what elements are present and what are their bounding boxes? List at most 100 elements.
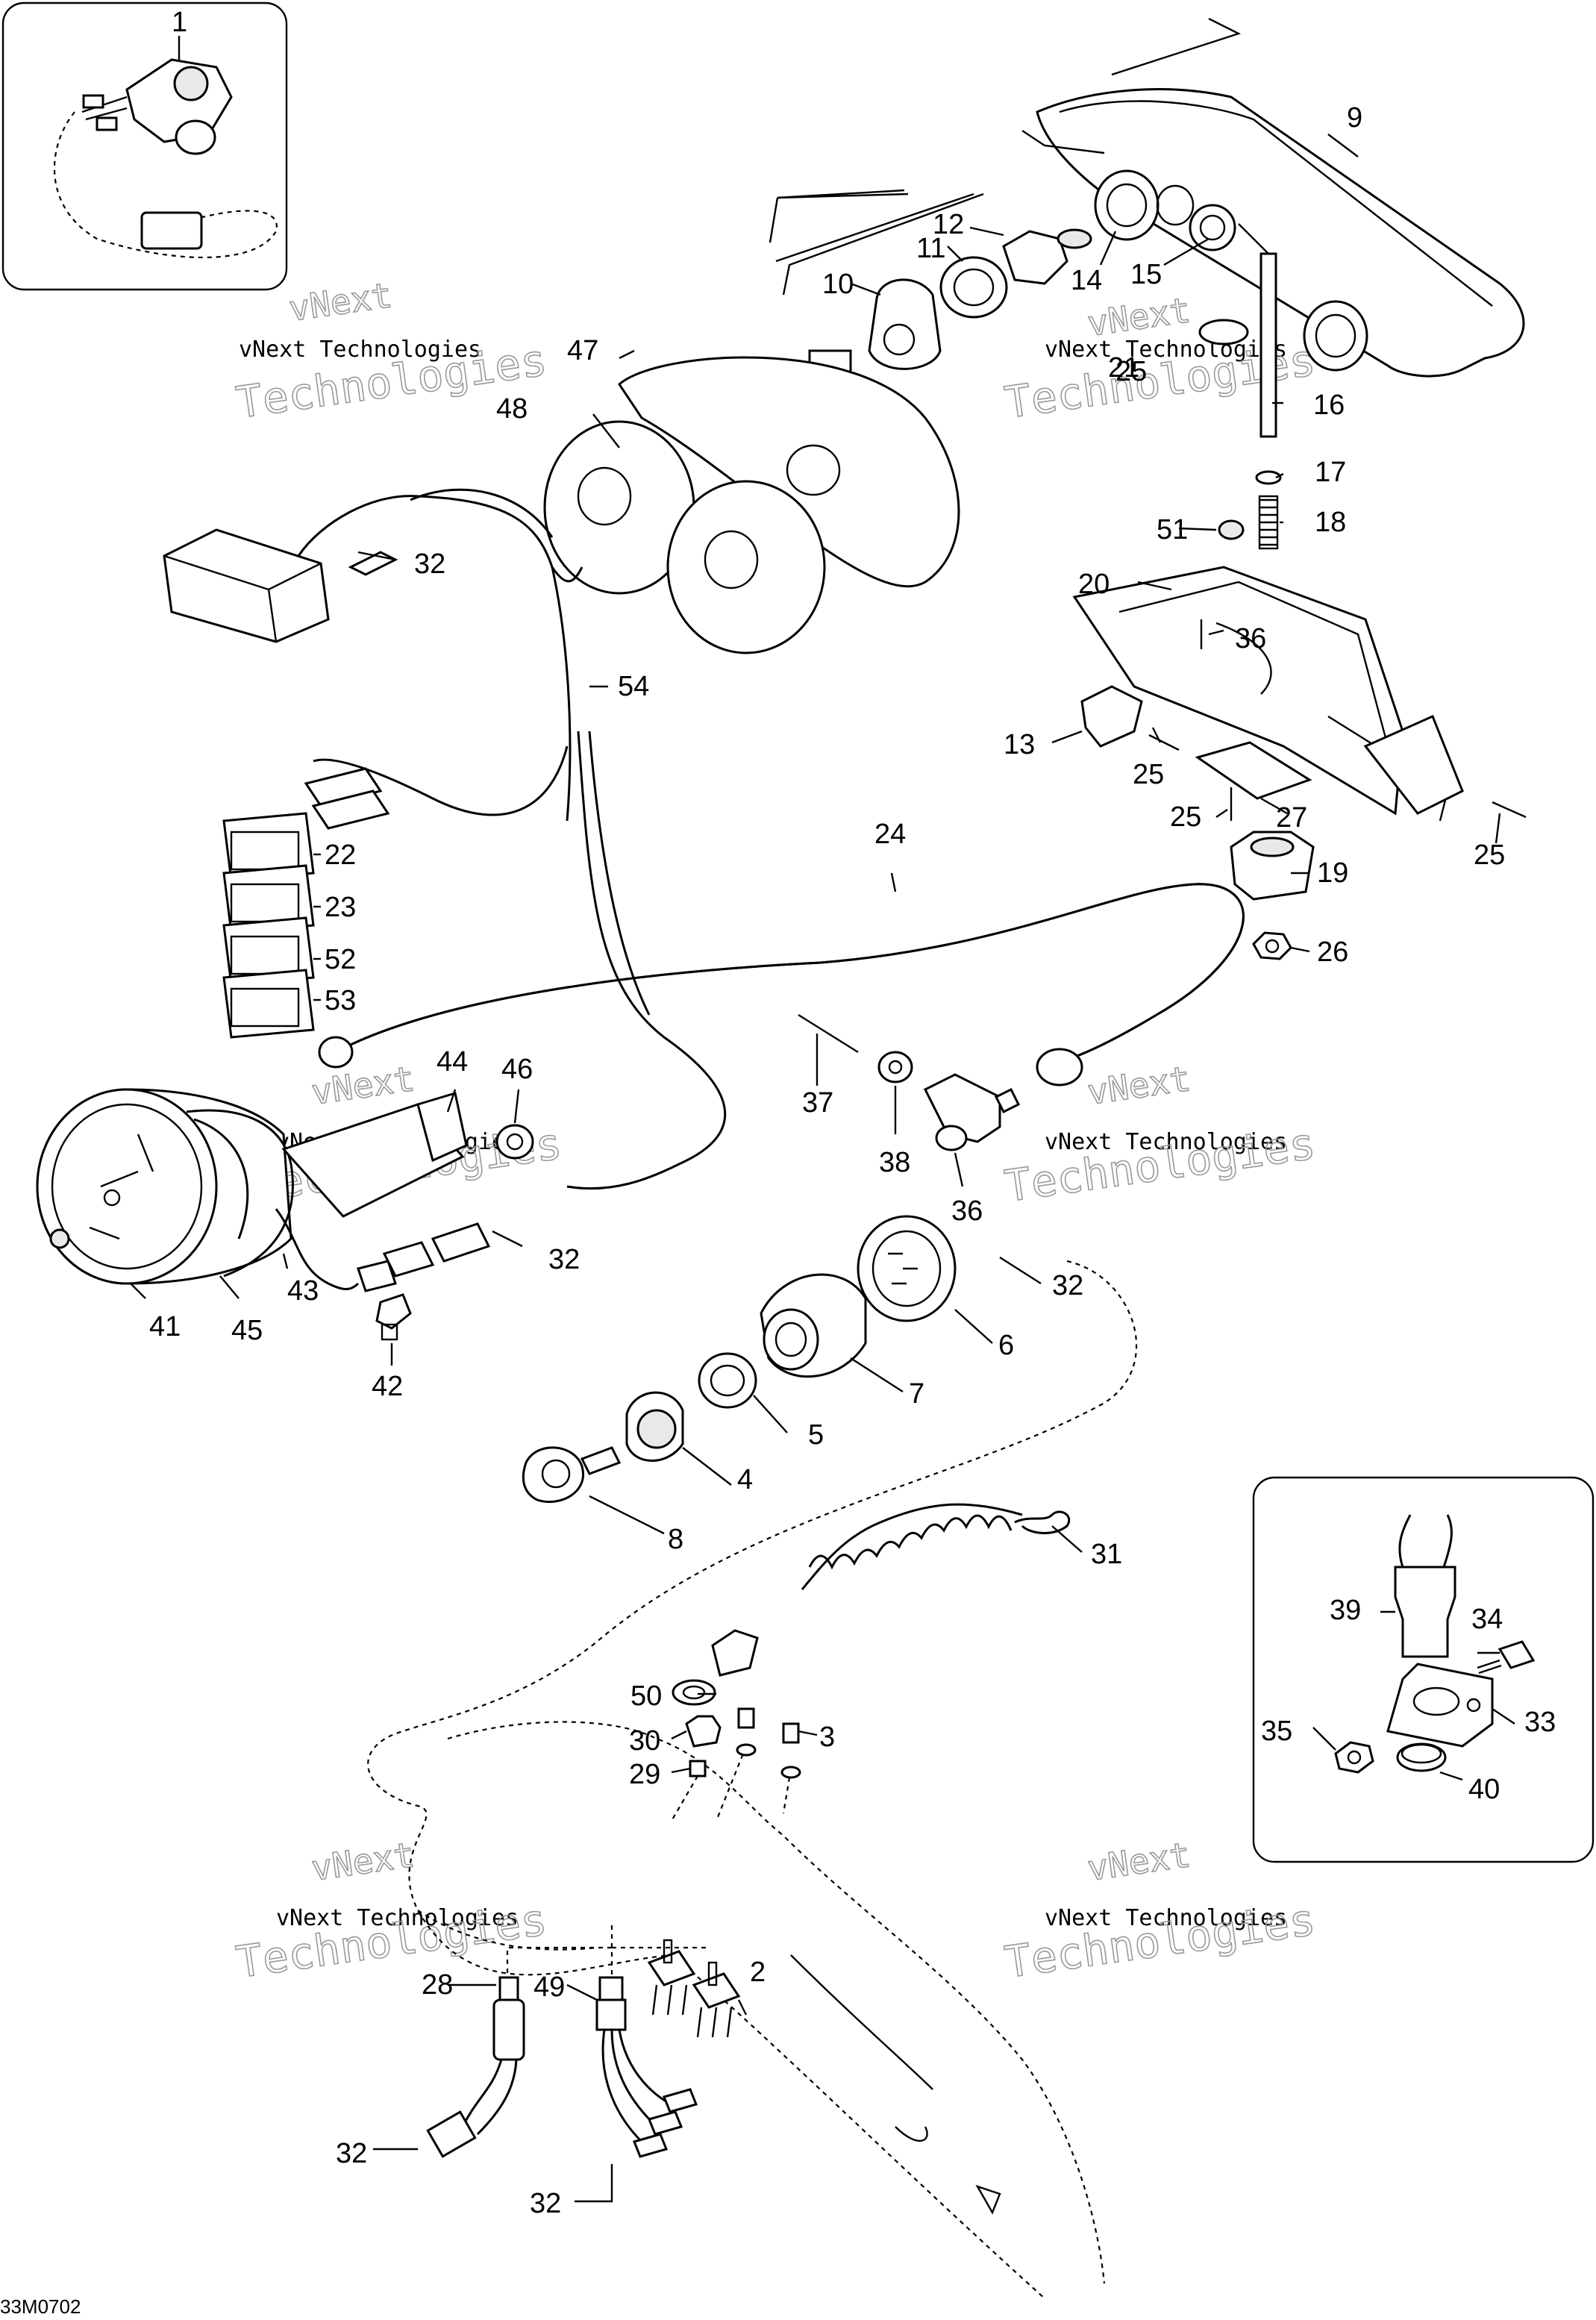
- callout-13: 13: [1004, 729, 1035, 760]
- callout-36-bracket: 36: [1235, 623, 1266, 654]
- callout-46: 46: [501, 1054, 533, 1085]
- washer-17-part: [1255, 470, 1282, 485]
- headlight-housing-part: [1021, 17, 1525, 378]
- callout-27: 27: [1276, 802, 1307, 834]
- gauge-41-part: [36, 1088, 292, 1285]
- callout-21: 21: [1108, 352, 1139, 384]
- callout-49: 49: [533, 1972, 565, 2003]
- bolt-34-part: [1477, 1640, 1536, 1675]
- callout-47: 47: [567, 335, 598, 366]
- bracket-45-part: [186, 1109, 294, 1278]
- callout-41: 41: [149, 1311, 181, 1342]
- clip-21-part: [1198, 319, 1249, 346]
- svg-text:vNext Technologies: vNext Technologies: [276, 1905, 519, 1931]
- inset-key-switch: [1, 1, 288, 291]
- callout-33: 33: [1524, 1707, 1556, 1738]
- gasket-48-part: [543, 420, 695, 595]
- rod-37-part: [798, 1013, 859, 1054]
- callout-7: 7: [909, 1378, 924, 1410]
- callout-25-clip: 25: [1115, 356, 1147, 387]
- svg-text:vNext: vNext: [1085, 1058, 1193, 1113]
- elbow-36-part: [923, 1073, 1021, 1151]
- cap-4-part: [625, 1391, 684, 1462]
- inset-sensor-bracket: [1252, 1476, 1595, 1863]
- callout-29: 29: [629, 1759, 660, 1790]
- callout-32e: 32: [530, 2188, 561, 2219]
- grommet-10-part: [868, 278, 942, 370]
- callout-44: 44: [436, 1046, 468, 1078]
- diagram-code: 33M0702: [0, 2295, 81, 2318]
- callout-40: 40: [1468, 1774, 1500, 1805]
- nut-35-part: [1334, 1741, 1374, 1774]
- nut-51-part: [1218, 519, 1245, 540]
- harness-sleeve-54-part: [551, 566, 572, 822]
- callout-16: 16: [1313, 390, 1345, 421]
- svg-text:vNext Technologies: vNext Technologies: [1045, 337, 1287, 363]
- connector-part: [140, 211, 203, 250]
- callout-54: 54: [618, 671, 649, 702]
- harness-wire: [297, 495, 583, 583]
- knob-19-part: [1230, 831, 1315, 901]
- callout-15: 15: [1130, 259, 1162, 290]
- callout-labels: 1 2 3 4 5 6 7 8 9 10 11 12 13 14 15 16 1…: [149, 7, 1556, 2219]
- callout-34: 34: [1471, 1604, 1503, 1635]
- svg-text:vNext Technologies: vNext Technologies: [239, 337, 481, 363]
- clip-13-part: [1080, 685, 1143, 748]
- wire-43-part: [275, 1208, 360, 1290]
- switch-53-part: [222, 969, 315, 1039]
- switch-2-part: [647, 1939, 741, 2038]
- callout-25c: 25: [1474, 839, 1505, 871]
- ignition-switch-6-part: [857, 1215, 957, 1322]
- callout-48: 48: [496, 393, 528, 425]
- callout-32d: 32: [336, 2138, 367, 2169]
- callout-35: 35: [1261, 1716, 1292, 1747]
- callout-25: 25: [1133, 759, 1164, 790]
- callout-19: 19: [1317, 857, 1348, 889]
- callout-31: 31: [1091, 1539, 1122, 1570]
- callout-50: 50: [630, 1680, 662, 1712]
- callout-32c: 32: [1052, 1270, 1083, 1301]
- callout-5: 5: [808, 1419, 824, 1451]
- washer-38-part: [877, 1051, 913, 1084]
- switch-23-part: [222, 864, 315, 934]
- callout-53: 53: [325, 985, 356, 1016]
- callout-3: 3: [819, 1722, 835, 1753]
- svg-text:vNext: vNext: [309, 1058, 417, 1113]
- sensor-39-part: [1394, 1514, 1456, 1658]
- callout-37: 37: [802, 1087, 833, 1119]
- watermark-bottom-right: vNext vNext Technologies Technologies: [1001, 1833, 1319, 1988]
- retaining-ring-11-part: [939, 256, 1008, 319]
- module-box-part: [163, 528, 330, 643]
- plate-27-part: [1195, 741, 1312, 800]
- callout-20: 20: [1078, 569, 1110, 600]
- watermark-bottom-left: vNext vNext Technologies Technologies: [233, 1833, 551, 1988]
- sensor-28-part: [426, 1976, 525, 2158]
- callout-39: 39: [1330, 1595, 1361, 1626]
- cable-24-part: [335, 883, 1245, 1061]
- callout-11: 11: [916, 233, 945, 264]
- switch-housing-7-part: [760, 1273, 867, 1378]
- callout-1: 1: [172, 7, 187, 38]
- bracket-44-part: [281, 1092, 468, 1218]
- nut-26-part: [1252, 931, 1292, 960]
- connector-part: [431, 1222, 491, 1263]
- spring-18-part: [1258, 495, 1279, 550]
- bulb-42-part: [375, 1293, 412, 1341]
- sensor-49-part: [595, 1976, 698, 2158]
- gasket-48b-part: [666, 480, 826, 654]
- key-8-part: [522, 1446, 622, 1504]
- callout-22: 22: [325, 839, 356, 871]
- callout-25b: 25: [1170, 801, 1201, 833]
- callout-6: 6: [998, 1330, 1014, 1361]
- callout-45: 45: [231, 1315, 263, 1346]
- callout-8: 8: [668, 1524, 683, 1555]
- callout-4: 4: [737, 1464, 753, 1495]
- callout-51: 51: [1157, 514, 1188, 545]
- callout-leaders: [130, 36, 1515, 2203]
- ring-40-part: [1396, 1742, 1447, 1772]
- svg-text:vNext Technologies: vNext Technologies: [1045, 1905, 1287, 1931]
- callout-12: 12: [933, 209, 964, 240]
- switch-52-part: [222, 916, 315, 987]
- switch-50-part: [672, 1629, 759, 1706]
- svg-text:vNext: vNext: [287, 275, 395, 329]
